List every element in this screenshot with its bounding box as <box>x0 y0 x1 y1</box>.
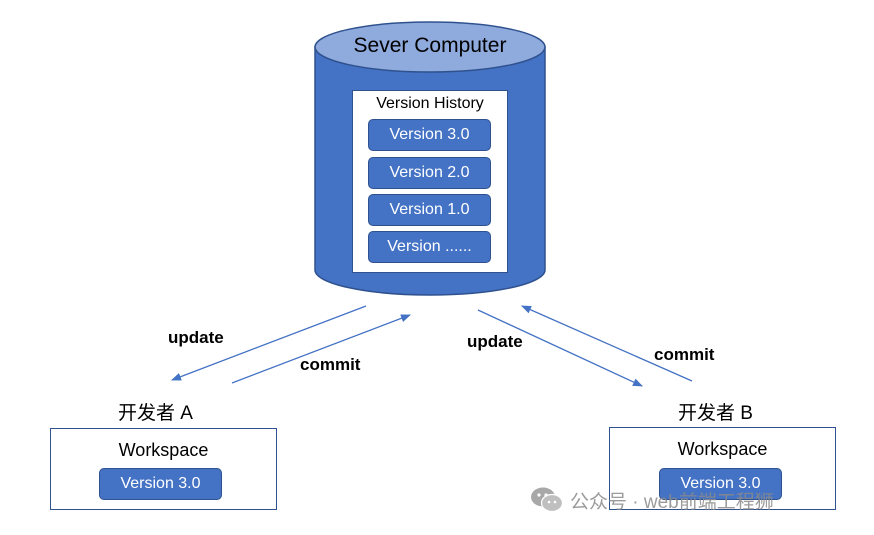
commit-label-a: commit <box>300 355 361 374</box>
workspace-version-a[interactable]: Version 3.0 <box>99 468 222 500</box>
cylinder-top <box>314 21 546 73</box>
update-label-b: update <box>467 332 523 351</box>
version-history-title: Version History <box>376 95 484 112</box>
arrow-commit-a <box>231 314 411 384</box>
developer-b-label: 开发者 B <box>678 403 753 424</box>
history-version-item[interactable]: Version 2.0 <box>368 157 491 189</box>
wechat-icon <box>531 487 564 513</box>
history-version-item[interactable]: Version 3.0 <box>368 119 491 151</box>
workspace-version-b[interactable]: Version 3.0 <box>659 468 782 500</box>
history-version-item[interactable]: Version 1.0 <box>368 194 491 226</box>
workspace-title-a: Workspace <box>118 440 209 460</box>
commit-label-b: commit <box>654 345 715 364</box>
arrow-update-a <box>171 305 367 381</box>
arrow-update-b <box>477 309 643 387</box>
arrow-commit-b <box>521 305 693 382</box>
history-version-item[interactable]: Version ...... <box>368 231 491 263</box>
watermark: 公众号 · web前端工程狮 <box>530 486 774 514</box>
update-label-a: update <box>168 328 224 347</box>
server-title: Sever Computer <box>353 34 507 57</box>
developer-a-label: 开发者 A <box>118 403 193 424</box>
workspace-title-b: Workspace <box>677 439 768 459</box>
watermark-text: 公众号 · web前端工程狮 <box>570 491 774 513</box>
